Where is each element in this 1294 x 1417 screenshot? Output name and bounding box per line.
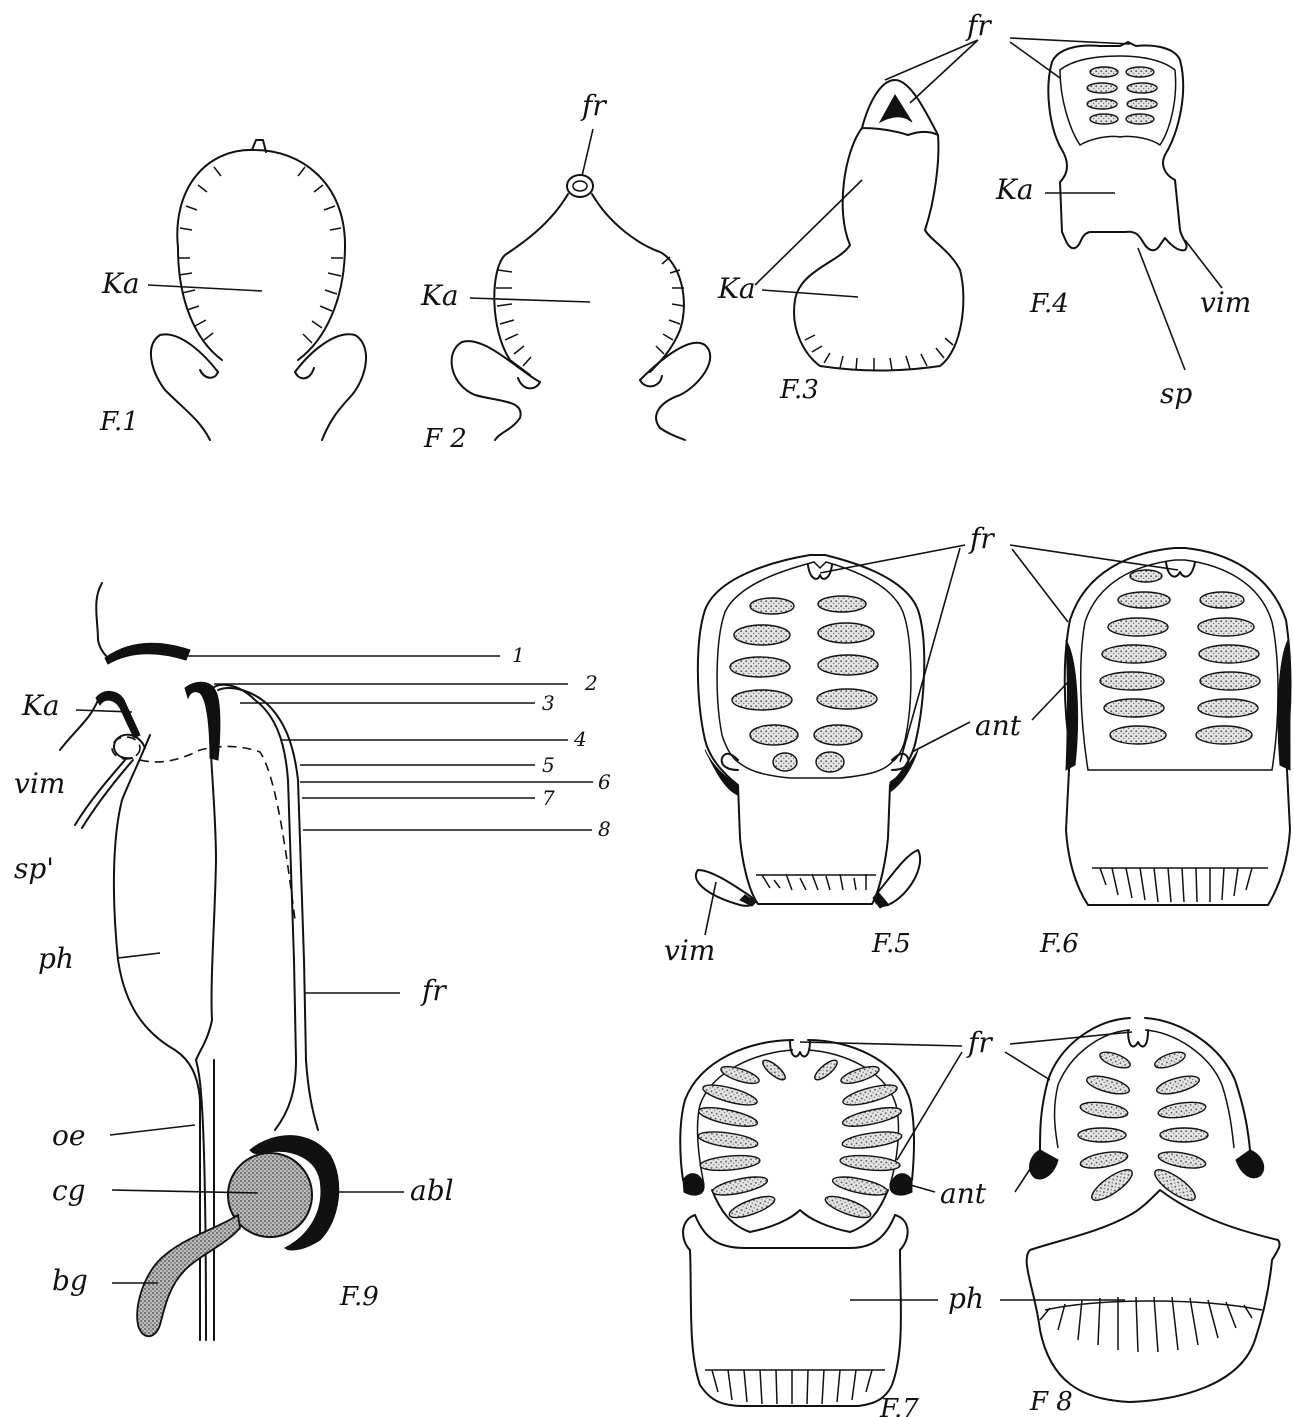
label-abl: abl xyxy=(410,1174,454,1207)
figure-5: vim F.5 xyxy=(664,555,924,967)
label-oe: oe xyxy=(52,1119,85,1152)
label-ant-f5f6: ant xyxy=(975,709,1022,742)
label-fr-f7f8: fr xyxy=(966,1026,993,1059)
label-fr-f9: fr xyxy=(420,974,447,1007)
figure-6: F.6 xyxy=(1039,548,1291,959)
figure-label-f3: F.3 xyxy=(779,375,819,405)
figure-label-f5: F.5 xyxy=(871,929,911,959)
label-ka-f4: Ka xyxy=(995,173,1034,206)
label-fr-f2: fr xyxy=(580,89,607,122)
layer-5: 5 xyxy=(542,753,555,777)
figure-7: F.7 xyxy=(680,1040,919,1417)
figure-label-f1: F.1 xyxy=(99,407,139,437)
label-fr-f5f6: fr xyxy=(968,522,995,555)
figure-label-f4: F.4 xyxy=(1029,289,1069,319)
f5-f6-labels: fr ant xyxy=(820,522,1178,762)
figure-1: Ka F.1 xyxy=(99,140,366,440)
layer-6: 6 xyxy=(598,770,611,794)
figure-label-f6: F.6 xyxy=(1039,929,1079,959)
label-vim-f5: vim xyxy=(664,934,715,967)
label-ph-f7f8: ph xyxy=(948,1282,984,1315)
f7-f8-labels: fr ant ph xyxy=(800,1026,1132,1315)
label-sp-f4: sp xyxy=(1160,377,1192,410)
label-ant-f7f8: ant xyxy=(940,1177,987,1210)
figure-label-f2: F 2 xyxy=(423,424,467,454)
figure-8: F 8 xyxy=(1027,1018,1280,1417)
label-ka-f2: Ka xyxy=(420,279,459,312)
figure-2: Ka fr F 2 xyxy=(420,89,710,454)
label-ka-f1: Ka xyxy=(101,267,140,300)
label-ka-f9: Ka xyxy=(21,689,60,722)
figure-label-f8: F 8 xyxy=(1029,1387,1073,1417)
layer-7: 7 xyxy=(542,786,555,810)
label-cg: cg xyxy=(52,1174,86,1207)
label-vim-f4: vim xyxy=(1200,286,1251,319)
layer-8: 8 xyxy=(598,817,611,841)
layer-2: 2 xyxy=(584,671,598,695)
label-bg: bg xyxy=(52,1264,88,1297)
figure-9: 1 Ka 2 3 4 5 6 7 8 xyxy=(14,583,611,1340)
label-vim-f9: vim xyxy=(14,767,65,800)
label-fr-top: fr xyxy=(965,9,992,42)
figure-4: Ka vim sp F.4 fr xyxy=(965,9,1251,410)
layer-4: 4 xyxy=(573,727,587,751)
figure-label-f9: F.9 xyxy=(339,1282,379,1312)
label-ph-f9: ph xyxy=(38,942,74,975)
layer-3: 3 xyxy=(542,691,555,715)
label-ka-f3: Ka xyxy=(717,272,756,305)
figure-3: Ka F.3 xyxy=(717,40,978,405)
label-sp-f9: sp' xyxy=(14,852,54,885)
figure-label-f7: F.7 xyxy=(879,1394,919,1417)
layer-1: 1 xyxy=(512,643,525,667)
